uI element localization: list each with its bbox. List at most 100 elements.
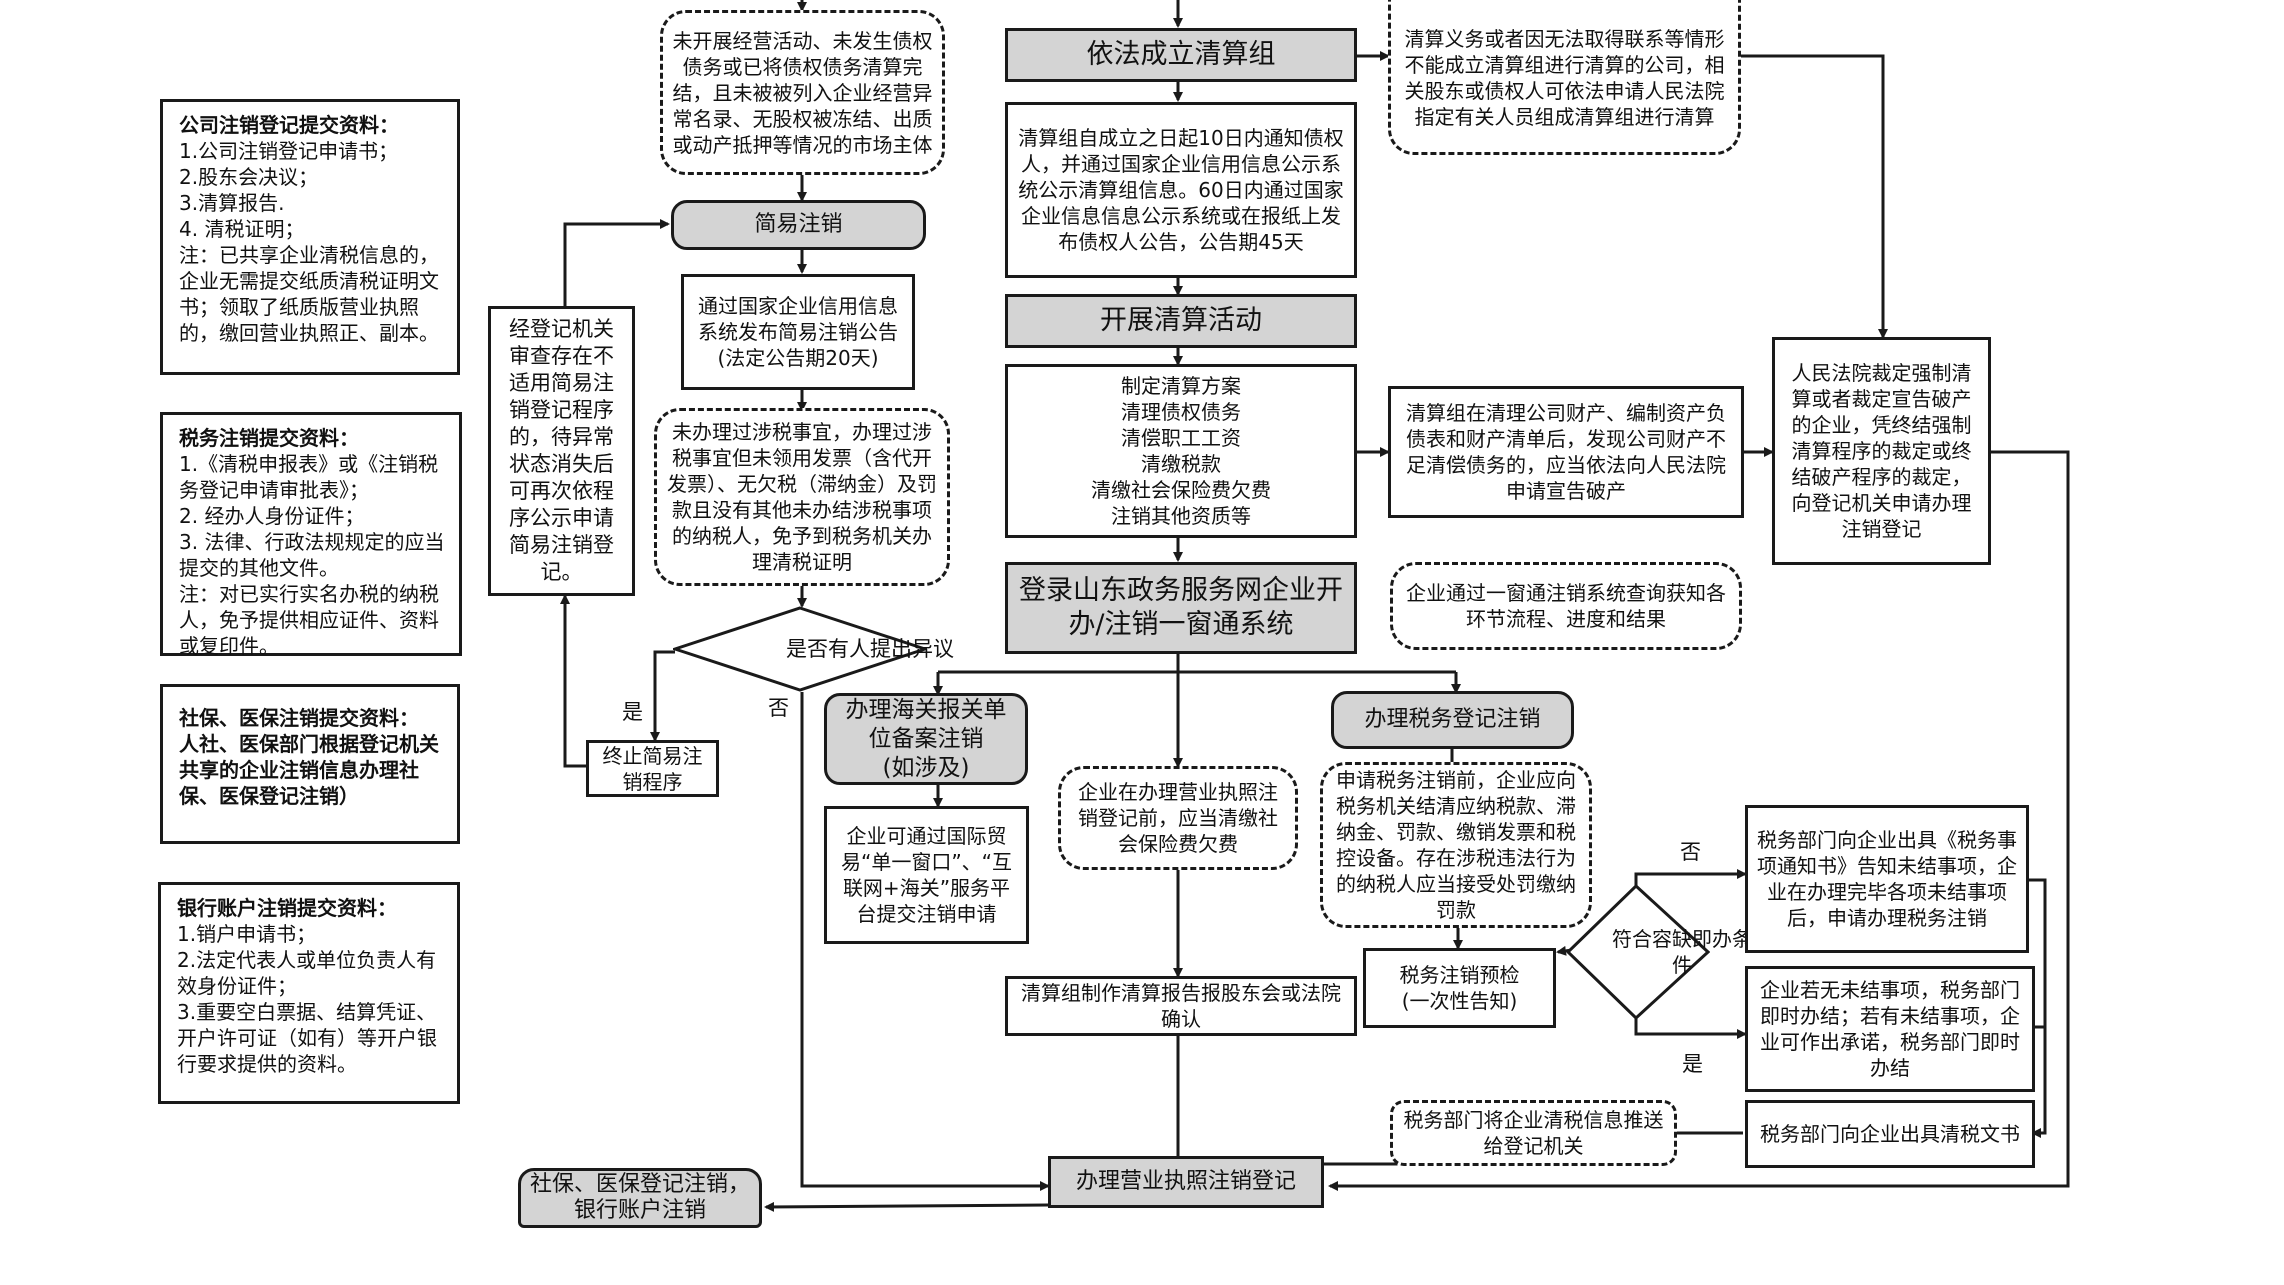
objection-decision[interactable]: 是否有人提出异议: [673, 606, 954, 692]
objection-no-label: 否: [768, 696, 789, 720]
line-ruling-to-license: [1328, 450, 2070, 1191]
line-decision-yes: [650, 650, 675, 742]
fast-track-decision[interactable]: 符合容缺即办条件: [1566, 884, 1752, 1020]
tax-notice-text: 税务部门向企业出具《税务事项通知书》告知未结事项，企业在办理完毕各项未结事项后，…: [1757, 828, 2017, 930]
line-court-group-to-ruling: [1740, 54, 1888, 339]
decision-diamond-shape: [673, 606, 927, 692]
company-materials-item: 4. 清税证明；: [179, 217, 305, 241]
liquidation-activities-list: 制定清算方案 清理债权债务 清偿职工工资 清缴税款 清缴社会保险费欠费 注销其他…: [1005, 364, 1357, 538]
activity-item: 制定清算方案: [1121, 374, 1241, 398]
tax-clearance-certificate-box: 税务部门向企业出具清税文书: [1745, 1100, 2035, 1168]
login-shandong-system-node[interactable]: 登录山东政务服务网企业开办/注销一窗通系统: [1005, 562, 1357, 654]
line-review-to-simple: [563, 219, 670, 306]
court-appointed-group-box: 清算义务或者因无法取得联系等情形不能成立清算组进行清算的公司，相关股东或债权人可…: [1388, 0, 1741, 155]
bank-materials-title: 银行账户注销提交资料：: [177, 896, 397, 920]
company-materials-panel: 公司注销登记提交资料： 1.公司注销登记申请书； 2.股东会决议； 3.清算报告…: [160, 99, 460, 375]
company-materials-item: 2.股东会决议；: [179, 165, 319, 189]
line-push-to-license: [1311, 1133, 1398, 1170]
objection-decision-text: 是否有人提出异议: [786, 637, 954, 661]
simple-deregistration-label: 简易注销: [754, 212, 843, 237]
tax-instant-text: 企业若无未结事项，税务部门即时办结；若有未结事项，企业可作出承诺，税务部门即时办…: [1760, 978, 2020, 1080]
bankruptcy-application-box: 清算组在清理公司财产、编制资产负债表和财产清单后，发现公司财产不足清偿债务的，应…: [1388, 386, 1744, 518]
simple-deregistration-node[interactable]: 简易注销: [671, 200, 926, 250]
social-materials-panel: 社保、医保注销提交资料： 人社、医保部门根据登记机关共享的企业注销信息办理社保、…: [160, 684, 460, 844]
social-bank-deregistration-node[interactable]: 社保、医保登记注销，银行账户注销: [518, 1168, 762, 1228]
company-materials-title: 公司注销登记提交资料：: [179, 113, 399, 137]
tax-deregistration-label: 办理税务登记注销: [1364, 707, 1541, 732]
terminate-simple-box: 终止简易注销程序: [586, 740, 719, 797]
tax-instant-box: 企业若无未结事项，税务部门即时办结；若有未结事项，企业可作出承诺，税务部门即时办…: [1745, 966, 2035, 1092]
social-bank-deregistration-label: 社保、医保登记注销，银行账户注销: [529, 1172, 750, 1223]
simple-announcement-box: 通过国家企业信用信息系统发布简易注销公告 (法定公告期20天): [681, 274, 915, 390]
notify-creditors-text: 清算组自成立之日起10日内通知债权人，并通过国家企业信用信息公示系统公示清算组信…: [1018, 126, 1344, 254]
court-ruling-box: 人民法院裁定强制清算或者裁定宣告破产的企业，凭终结强制清算程序的裁定或终结破产程…: [1772, 337, 1991, 565]
license-deregistration-label: 办理营业执照注销登记: [1075, 1169, 1296, 1194]
tax-info-push-text: 税务部门将企业清税信息推送给登记机关: [1403, 1108, 1664, 1158]
form-liquidation-group-label: 依法成立清算组: [1086, 39, 1276, 70]
arrow-license-to-final: [764, 1201, 1049, 1212]
tax-materials-item: 1.《清税申报表》或《注销税务登记申请审批表》；: [179, 452, 439, 502]
tax-notice-box: 税务部门向企业出具《税务事项通知书》告知未结事项，企业在办理完毕各项未结事项后，…: [1745, 805, 2029, 953]
registry-review-text: 经登记机关审查存在不适用简易注销登记程序的，待异常状态消失后可再次依程序公示申请…: [509, 317, 614, 584]
customs-detail-text: 企业可通过国际贸易“单一窗口”、“互联网+海关”服务平台提交注销申请: [840, 824, 1013, 926]
tax-materials-panel: 税务注销提交资料： 1.《清税申报表》或《注销税务登记申请审批表》； 2. 经办…: [160, 412, 462, 658]
activity-item: 清理债权债务: [1121, 400, 1241, 424]
tax-materials-item: 3. 法律、行政法规规定的应当提交的其他文件。: [179, 530, 445, 580]
bank-materials-item: 1.销户申请书；: [177, 922, 317, 946]
line-notice-right: [2027, 878, 2047, 1138]
progress-query-text: 企业通过一窗通注销系统查询获知各环节流程、进度和结果: [1406, 581, 1726, 631]
bank-materials-item: 2.法定代表人或单位负责人有效身份证件；: [177, 948, 437, 998]
login-shandong-system-label: 登录山东政务服务网企业开办/注销一窗通系统: [1019, 575, 1343, 640]
tax-precheck-text: 税务注销预检 (一次性告知): [1399, 963, 1520, 1013]
fast-track-yes-label: 是: [1682, 1052, 1703, 1076]
tax-materials-note: 注：对已实行实名办税的纳税人，免予提供相应证件、资料或复印件。: [179, 582, 439, 658]
company-materials-item: 3.清算报告.: [179, 191, 285, 215]
license-deregistration-node[interactable]: 办理营业执照注销登记: [1048, 1156, 1324, 1208]
tax-clearance-certificate-text: 税务部门向企业出具清税文书: [1760, 1122, 2020, 1146]
form-liquidation-group-node[interactable]: 依法成立清算组: [1005, 28, 1357, 82]
liquidation-report-box: 清算组制作清算报告报股东会或法院确认: [1005, 976, 1357, 1036]
social-insurance-fee-text: 企业在办理营业执照注销登记前，应当清缴社会保险费欠费: [1078, 780, 1278, 856]
tax-exemption-condition-text: 未办理过涉税事宜，办理过涉税事宜但未领用发票（含代开发票）、无欠税（滞纳金）及罚…: [667, 420, 937, 574]
customs-deregistration-label: 办理海关报关单位备案注销 (如涉及): [845, 696, 1007, 781]
decision-diamond-shape: [1566, 884, 1710, 1020]
progress-query-note: 企业通过一窗通注销系统查询获知各环节流程、进度和结果: [1390, 562, 1742, 650]
bank-materials-panel: 银行账户注销提交资料： 1.销户申请书； 2.法定代表人或单位负责人有效身份证件…: [158, 882, 460, 1104]
tax-info-push-note: 税务部门将企业清税信息推送给登记机关: [1390, 1100, 1677, 1166]
court-ruling-text: 人民法院裁定强制清算或者裁定宣告破产的企业，凭终结强制清算程序的裁定或终结破产程…: [1791, 361, 1972, 541]
fast-track-decision-text: 符合容缺即办条件: [1612, 927, 1752, 977]
simple-condition-box: 未开展经营活动、未发生债权债务或已将债权债务清算完结，且未被被列入企业经营异常名…: [660, 10, 945, 175]
tax-precheck-box: 税务注销预检 (一次性告知): [1363, 948, 1556, 1028]
court-appointed-group-text: 清算义务或者因无法取得联系等情形不能成立清算组进行清算的公司，相关股东或债权人可…: [1404, 27, 1725, 129]
fast-track-no-label: 否: [1680, 840, 1701, 864]
notify-creditors-box: 清算组自成立之日起10日内通知债权人，并通过国家企业信用信息公示系统公示清算组信…: [1005, 102, 1357, 278]
tax-deregistration-node[interactable]: 办理税务登记注销: [1331, 691, 1574, 749]
customs-detail-box: 企业可通过国际贸易“单一窗口”、“互联网+海关”服务平台提交注销申请: [824, 806, 1029, 944]
activity-item: 清偿职工工资: [1121, 426, 1241, 450]
liquidation-activities-label: 开展清算活动: [1100, 305, 1262, 336]
simple-announcement-text: 通过国家企业信用信息系统发布简易注销公告 (法定公告期20天): [698, 294, 898, 370]
customs-deregistration-node[interactable]: 办理海关报关单位备案注销 (如涉及): [824, 693, 1028, 785]
liquidation-activities-node[interactable]: 开展清算活动: [1005, 294, 1357, 348]
bankruptcy-application-text: 清算组在清理公司财产、编制资产负债表和财产清单后，发现公司财产不足清偿债务的，应…: [1406, 401, 1726, 503]
bank-materials-item: 3.重要空白票据、结算凭证、开户许可证（如有）等开户银行要求提供的资料。: [177, 1000, 437, 1076]
terminate-simple-text: 终止简易注销程序: [602, 743, 703, 794]
objection-yes-label: 是: [622, 700, 643, 724]
liquidation-report-text: 清算组制作清算报告报股东会或法院确认: [1021, 981, 1341, 1031]
simple-condition-text: 未开展经营活动、未发生债权债务或已将债权债务清算完结，且未被被列入企业经营异常名…: [672, 28, 933, 157]
activity-item: 清缴税款: [1141, 452, 1221, 476]
registry-review-box: 经登记机关审查存在不适用简易注销登记程序的，待异常状态消失后可再次依程序公示申请…: [488, 306, 635, 596]
tax-settlement-text: 申请税务注销前，企业应向税务机关结清应纳税款、滞纳金、罚款、缴销发票和税控设备。…: [1336, 768, 1576, 922]
company-materials-note: 注：已共享企业清税信息的，企业无需提交纸质清税证明文书；领取了纸质版营业执照的，…: [179, 243, 439, 345]
company-materials-item: 1.公司注销登记申请书；: [179, 139, 399, 163]
tax-settlement-note: 申请税务注销前，企业应向税务机关结清应纳税款、滞纳金、罚款、缴销发票和税控设备。…: [1320, 762, 1592, 928]
social-insurance-fee-note: 企业在办理营业执照注销登记前，应当清缴社会保险费欠费: [1058, 766, 1298, 870]
activity-item: 注销其他资质等: [1111, 504, 1251, 528]
activity-item: 清缴社会保险费欠费: [1091, 478, 1271, 502]
social-materials-title: 社保、医保注销提交资料：: [179, 706, 419, 730]
line-decision-yes: [1634, 1016, 1747, 1039]
tax-exemption-condition-box: 未办理过涉税事宜，办理过涉税事宜但未领用发票（含代开发票）、无欠税（滞纳金）及罚…: [654, 408, 950, 586]
social-materials-note: 人社、医保部门根据登记机关共享的企业注销信息办理社保、医保登记注销）: [179, 732, 439, 808]
line-decision-no-to-license: [800, 692, 1050, 1191]
tax-materials-item: 2. 经办人身份证件；: [179, 504, 365, 528]
